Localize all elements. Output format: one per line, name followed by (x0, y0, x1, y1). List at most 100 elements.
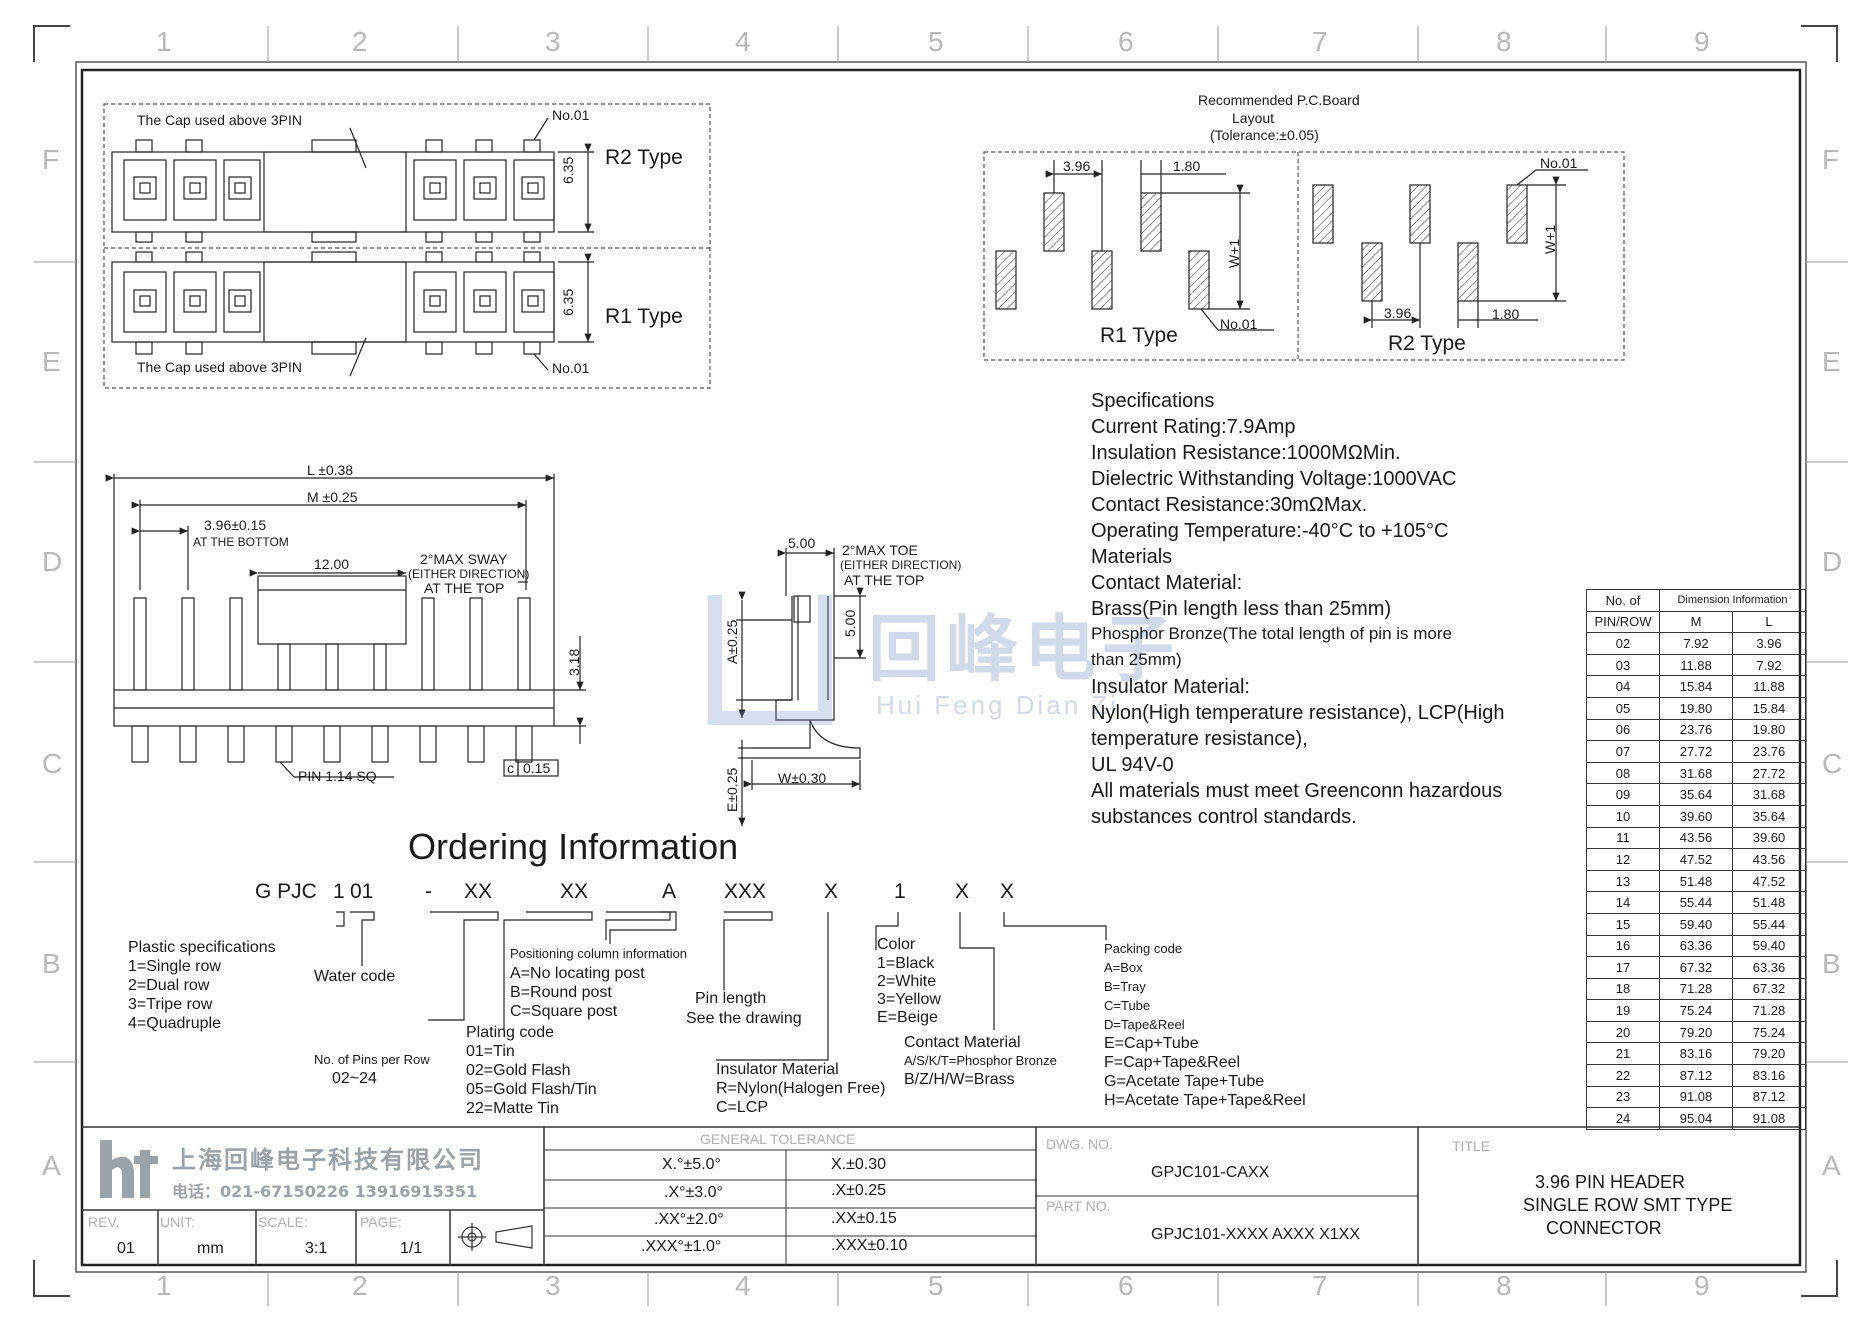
tol-linear-2: .XX±0.15 (831, 1210, 897, 1227)
code-xx-2: XX (560, 880, 589, 903)
color-1: 1=Black (877, 955, 935, 972)
dim-635-r2: 6.35 (560, 156, 576, 184)
grid-col-4: 4 (735, 26, 751, 57)
r1-type-label: R1 Type (605, 305, 683, 328)
plastic-2: 2=Dual row (128, 977, 210, 994)
dim-l-value: 27.72 (1732, 761, 1806, 785)
front-dim-318: 3.18 (566, 648, 582, 676)
grid-col-8-bottom: 8 (1496, 1270, 1512, 1301)
tol-angle-1: .X°±3.0° (664, 1184, 723, 1201)
dim-l-value: 83.16 (1732, 1064, 1806, 1087)
pcb-title-1: Recommended P.C.Board (1198, 92, 1360, 108)
color-4: E=Beige (877, 1009, 938, 1026)
spec-line-10: than 25mm) (1091, 650, 1182, 669)
page-label: PAGE: (360, 1214, 402, 1230)
spec-line-16: substances control standards. (1091, 806, 1357, 828)
code-1: 1 (333, 880, 345, 903)
grid-col-8: 8 (1496, 26, 1512, 57)
dim-l-value: 47.52 (1732, 869, 1806, 893)
water-code: Water code (314, 968, 396, 985)
dim-pin-count: 11 (1586, 826, 1660, 850)
dim-l-value: 59.40 (1732, 934, 1806, 958)
dim-pin-count: 21 (1586, 1042, 1660, 1066)
grid-col-5: 5 (928, 26, 944, 57)
dim-l-value: 43.56 (1732, 848, 1806, 871)
dim-m-value: 95.04 (1659, 1107, 1733, 1130)
packing-2: B=Tray (1104, 979, 1146, 994)
dim-pin-count: 19 (1586, 999, 1660, 1022)
spec-line-8: Brass(Pin length less than 25mm) (1091, 598, 1392, 620)
spec-line-4: Contact Resistance:30mΩMax. (1091, 494, 1368, 516)
corner-marks (33, 25, 1838, 1297)
code-xxx: XXX (724, 880, 767, 903)
title-label: TITLE (1452, 1138, 1491, 1154)
grid-row-f-right: F (1822, 144, 1840, 175)
pcb-dim-180: 1.80 (1173, 158, 1201, 174)
projection-symbol (458, 1223, 533, 1251)
watermark-cn: 回峰电子 (868, 607, 1181, 691)
pin-length-1: See the drawing (686, 1010, 802, 1027)
grid-col-1: 1 (156, 26, 172, 57)
dim-pin-count: 12 (1586, 848, 1660, 871)
grid-ticks (34, 26, 1848, 1306)
plastic-3: 3=Tripe row (128, 996, 213, 1013)
dim-m-value: 15.84 (1659, 675, 1733, 698)
side-toe-2: (EITHER DIRECTION) (840, 558, 962, 572)
pcb-dim-396-b: 3.96 (1384, 305, 1412, 321)
dim-l-value: 63.36 (1732, 956, 1806, 979)
dim-m-value: 79.20 (1659, 1020, 1733, 1044)
dim-l-value: 11.88 (1732, 675, 1806, 698)
dim-l-value: 91.08 (1732, 1107, 1806, 1130)
unit-value: mm (197, 1240, 224, 1257)
plating-2: 02=Gold Flash (466, 1062, 571, 1079)
dim-pin-count: 10 (1586, 804, 1660, 828)
dim-pin-count: 03 (1586, 653, 1660, 677)
dim-l-value: 55.44 (1732, 912, 1806, 936)
drawing-title-1: 3.96 PIN HEADER (1535, 1172, 1686, 1192)
pins-0: No. of Pins per Row (314, 1052, 430, 1067)
r2-type-label: R2 Type (605, 146, 683, 169)
side-e-dim: E±0.25 (724, 767, 740, 812)
spec-line-7: Contact Material: (1091, 572, 1243, 594)
plating-1: 01=Tin (466, 1043, 515, 1060)
contact-1: A/S/K/T=Phosphor Bronze (904, 1053, 1057, 1068)
dim-table-h-l: L (1732, 610, 1806, 634)
rev-label: REV. (88, 1214, 120, 1230)
dim-m-value: 27.72 (1659, 740, 1733, 763)
plastic-4: 4=Quadruple (128, 1015, 221, 1032)
grid-col-2: 2 (352, 26, 368, 57)
pins-1: 02~24 (332, 1070, 377, 1087)
spec-line-5: Operating Temperature:-40°C to +105°C (1091, 520, 1449, 542)
front-pin-size: PIN 1.14 SQ (298, 768, 377, 784)
grid-col-9-bottom: 9 (1694, 1270, 1710, 1301)
tol-linear-1: .X±0.25 (831, 1182, 887, 1199)
dim-table-h-pins: No. of (1586, 589, 1660, 612)
dim-pin-count: 13 (1586, 869, 1660, 893)
dim-l-value: 67.32 (1732, 977, 1806, 1001)
dim-l-value: 23.76 (1732, 740, 1806, 763)
dim-pin-count: 14 (1586, 891, 1660, 914)
positioning-2: B=Round post (510, 984, 612, 1001)
pcb-layout (983, 151, 1625, 361)
code-a: A (662, 880, 677, 903)
spec-line-14: UL 94V-0 (1091, 754, 1174, 776)
spec-line-2: Insulation Resistance:1000MΩMin. (1091, 442, 1401, 464)
outer-frame (75, 61, 1807, 1273)
insulator-1: R=Nylon(Halogen Free) (716, 1080, 886, 1097)
dim-635-r1: 6.35 (560, 288, 576, 316)
front-pitch: 3.96±0.15 (204, 517, 267, 533)
grid-col-9: 9 (1694, 26, 1710, 57)
positioning-0: Positioning column information (510, 946, 688, 961)
grid-col-6: 6 (1118, 26, 1134, 57)
dim-pin-count: 04 (1586, 675, 1660, 698)
dim-l-value: 87.12 (1732, 1085, 1806, 1109)
plating-4: 22=Matte Tin (466, 1100, 559, 1117)
